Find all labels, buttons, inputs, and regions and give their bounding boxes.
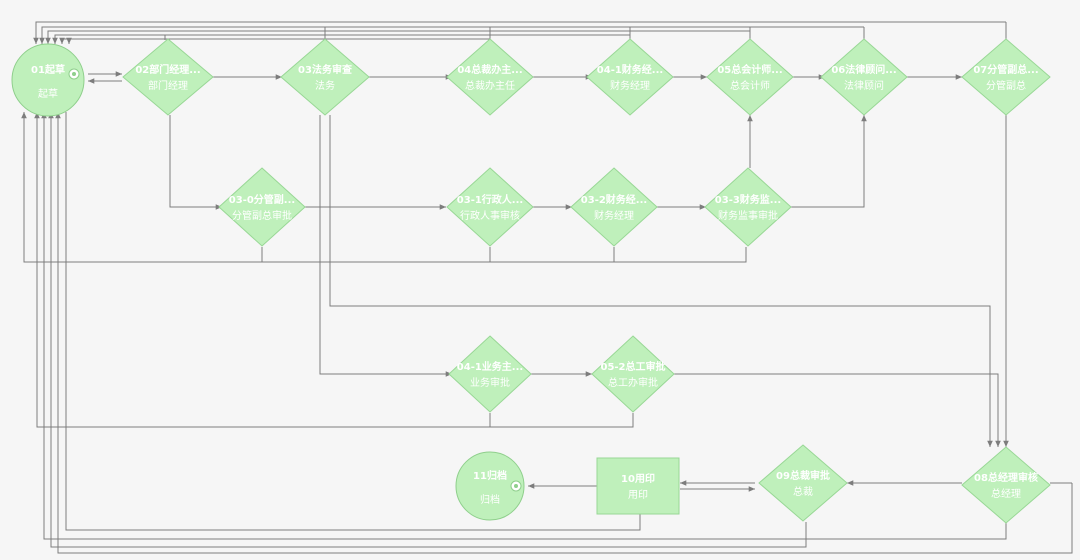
port-dot-icon bbox=[514, 484, 518, 488]
decision-diamond[interactable] bbox=[820, 38, 908, 116]
node-subtitle: 财务监事审批 bbox=[718, 209, 778, 222]
node-n030[interactable]: 03-0分管副... 分管副总审批 bbox=[218, 167, 306, 247]
node-title: 06法律顾问... bbox=[831, 63, 896, 76]
edge-n052-n08 bbox=[672, 373, 1001, 447]
task-rectangle[interactable] bbox=[596, 457, 680, 515]
node-n05[interactable]: 05总会计师... 总会计师 bbox=[706, 38, 794, 116]
bottom-return-5 bbox=[65, 112, 641, 531]
node-title: 03-2财务经... bbox=[581, 193, 647, 206]
port-dot-icon bbox=[72, 72, 76, 76]
node-subtitle: 总工办审批 bbox=[608, 376, 658, 389]
node-n02[interactable]: 02部门经理... 部门经理 bbox=[122, 38, 214, 116]
node-n07[interactable]: 07分管副总... 分管副总 bbox=[961, 38, 1051, 116]
node-n033[interactable]: 03-3财务监... 财务监事审批 bbox=[704, 167, 792, 247]
node-title: 03-1行政人... bbox=[457, 193, 523, 206]
node-n041b[interactable]: 04-1业务主... 业务审批 bbox=[448, 335, 532, 413]
node-subtitle: 财务经理 bbox=[610, 79, 650, 92]
node-subtitle: 法律顾问 bbox=[844, 79, 884, 92]
decision-diamond[interactable] bbox=[591, 335, 675, 413]
mid-return-1 bbox=[21, 112, 747, 263]
edge-n02-n030 bbox=[169, 115, 222, 210]
connector-lines bbox=[21, 21, 1073, 554]
node-title: 05总会计师... bbox=[717, 63, 782, 76]
decision-diamond[interactable] bbox=[570, 167, 658, 247]
node-subtitle: 用印 bbox=[628, 489, 648, 501]
node-title: 08总经理审核 bbox=[974, 471, 1038, 484]
bottom-return-2 bbox=[48, 112, 807, 548]
node-n041f[interactable]: 04-1财务经... 财务经理 bbox=[586, 38, 674, 116]
decision-diamond[interactable] bbox=[122, 38, 214, 116]
decision-diamond[interactable] bbox=[446, 167, 534, 247]
node-title: 03-3财务监... bbox=[715, 193, 781, 206]
node-subtitle: 总会计师 bbox=[730, 79, 770, 92]
node-title: 04-1财务经... bbox=[597, 63, 663, 76]
edge-n033-n06 bbox=[790, 115, 867, 208]
node-subtitle: 行政人事审核 bbox=[460, 209, 520, 222]
node-n06[interactable]: 06法律顾问... 法律顾问 bbox=[820, 38, 908, 116]
node-subtitle: 分管副总审批 bbox=[232, 209, 292, 222]
decision-diamond[interactable] bbox=[218, 167, 306, 247]
node-title: 04总裁办主... bbox=[457, 63, 522, 76]
node-subtitle: 总裁 bbox=[793, 485, 813, 498]
bottom-return-3 bbox=[55, 112, 1073, 554]
node-title: 05-2总工审批 bbox=[600, 360, 665, 373]
top-return-bus-4 bbox=[52, 27, 631, 44]
edge-n03-n041b bbox=[319, 115, 452, 377]
start-end-circle[interactable] bbox=[455, 451, 525, 521]
top-return-bus-3 bbox=[45, 27, 751, 44]
decision-diamond[interactable] bbox=[448, 335, 532, 413]
node-title: 07分管副总... bbox=[973, 63, 1038, 76]
node-title: 11归档 bbox=[473, 469, 507, 482]
node-subtitle: 归档 bbox=[480, 493, 500, 506]
node-title: 04-1业务主... bbox=[457, 360, 523, 373]
node-subtitle: 起草 bbox=[38, 88, 58, 100]
low-return-1 bbox=[34, 112, 634, 428]
node-subtitle: 法务 bbox=[315, 79, 335, 92]
decision-diamond[interactable] bbox=[961, 38, 1051, 116]
node-subtitle: 总裁办主任 bbox=[465, 79, 515, 92]
node-title: 09总裁审批 bbox=[776, 469, 830, 482]
node-subtitle: 总经理 bbox=[991, 487, 1021, 500]
node-subtitle: 财务经理 bbox=[594, 209, 634, 222]
node-subtitle: 业务审批 bbox=[470, 376, 510, 389]
top-return-bus-2 bbox=[39, 26, 864, 44]
top-return-bus-7 bbox=[66, 27, 326, 44]
node-subtitle: 分管副总 bbox=[986, 79, 1026, 92]
top-return-bus-1 bbox=[33, 21, 1006, 44]
node-title: 10用印 bbox=[621, 473, 655, 485]
start-end-circle[interactable] bbox=[11, 43, 85, 117]
bottom-return-1 bbox=[41, 112, 1007, 540]
edge-n03-down-a bbox=[329, 115, 993, 447]
decision-diamond[interactable] bbox=[446, 38, 534, 116]
decision-diamond[interactable] bbox=[706, 38, 794, 116]
decision-diamond[interactable] bbox=[280, 38, 370, 116]
decision-diamond[interactable] bbox=[704, 167, 792, 247]
node-n031[interactable]: 03-1行政人... 行政人事审核 bbox=[446, 167, 534, 247]
node-n04[interactable]: 04总裁办主... 总裁办主任 bbox=[446, 38, 534, 116]
decision-diamond[interactable] bbox=[961, 446, 1051, 524]
node-title: 02部门经理... bbox=[135, 63, 200, 76]
node-title: 03-0分管副... bbox=[229, 193, 295, 206]
node-n032[interactable]: 03-2财务经... 财务经理 bbox=[570, 167, 658, 247]
node-subtitle: 部门经理 bbox=[148, 79, 188, 92]
node-title: 03法务审查 bbox=[298, 63, 353, 76]
node-title: 01起草 bbox=[31, 63, 65, 76]
decision-diamond[interactable] bbox=[586, 38, 674, 116]
decision-diamond[interactable] bbox=[758, 444, 848, 522]
